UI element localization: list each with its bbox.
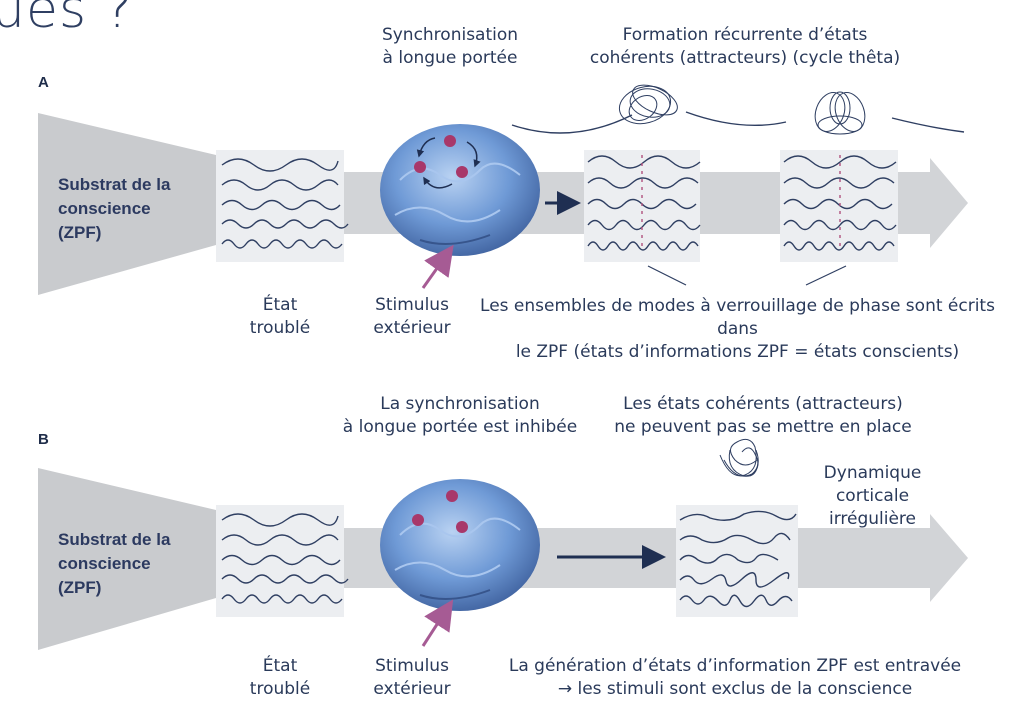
- caption-line: Stimulus: [375, 656, 449, 676]
- substrate-line: (ZPF): [58, 578, 102, 597]
- wave-box-troubled-b: [216, 505, 349, 617]
- sync-dot: [444, 135, 456, 147]
- page-title: ues ?: [0, 0, 134, 40]
- substrate-line: Substrat de la: [58, 530, 171, 549]
- funnel-a: [38, 113, 216, 295]
- caption-line: → les stimuli sont exclus de la conscien…: [557, 679, 913, 699]
- inhibited-dot: [446, 490, 458, 502]
- brain-b: [380, 479, 540, 611]
- caption-line: troublé: [249, 679, 311, 699]
- substrate-label-b: Substrat de la conscience (ZPF): [58, 528, 170, 600]
- substrate-line: conscience: [58, 199, 151, 218]
- caption-line: Les ensembles de modes à verrouillage de…: [480, 296, 995, 316]
- caption-line: extérieur: [373, 318, 451, 338]
- caption-line: dans: [717, 319, 758, 339]
- sync-dot: [456, 166, 468, 178]
- substrate-line: (ZPF): [58, 223, 102, 242]
- stimulus-label-b: Stimulus extérieur: [362, 655, 462, 701]
- caption-line: à longue portée: [382, 48, 518, 68]
- formation-label-a: Formation récurrente d’états cohérents (…: [570, 24, 920, 70]
- sync-inhibited-label-b: La synchronisation à longue portée est i…: [325, 393, 595, 439]
- substrate-line: Substrat de la: [58, 175, 171, 194]
- dynamics-label-b: Dynamique corticale irrégulière: [805, 462, 940, 531]
- caption-line: extérieur: [373, 679, 451, 699]
- coherent-blocked-label-b: Les états cohérents (attracteurs) ne peu…: [598, 393, 928, 439]
- stimulus-arrow-b: [421, 599, 454, 647]
- caption-line: La génération d’états d’information ZPF …: [508, 656, 962, 676]
- brain-a: [380, 124, 540, 256]
- caption-line: Les états cohérents (attracteurs): [623, 394, 903, 414]
- caption-line: le ZPF (états d’informations ZPF = états…: [515, 342, 960, 362]
- caption-line: La synchronisation: [380, 394, 540, 414]
- substrate-line: conscience: [58, 554, 151, 573]
- caption-line: irrégulière: [828, 509, 917, 529]
- phase-lock-text-a: Les ensembles de modes à verrouillage de…: [455, 295, 1020, 364]
- panel-a-graphics: [38, 84, 968, 295]
- wave-box-irregular-b: [676, 505, 798, 617]
- attractor-icon: [618, 84, 678, 125]
- caption-line: cohérents (attracteurs) (cycle thêta): [589, 48, 901, 68]
- wave-box-troubled-a: [216, 150, 349, 262]
- substrate-label-a: Substrat de la conscience (ZPF): [58, 173, 170, 245]
- attractor-icon: [814, 91, 866, 135]
- theta-cycle-curve: [511, 111, 965, 134]
- caption-line: État: [262, 656, 298, 676]
- panel-label-b: B: [38, 431, 49, 448]
- funnel-b: [38, 468, 216, 650]
- wave-box-sync-a-2: [780, 150, 898, 262]
- chaotic-attractor-icon: [719, 438, 759, 477]
- inhibited-dot: [456, 521, 468, 533]
- caption-line: Formation récurrente d’états: [622, 25, 868, 45]
- panel-label-a: A: [38, 74, 49, 91]
- state-label-b: État troublé: [240, 655, 320, 701]
- caption-line: corticale: [835, 486, 910, 506]
- caption-line: Synchronisation: [381, 25, 519, 45]
- caption-line: État: [262, 295, 298, 315]
- caption-line: Dynamique: [823, 463, 922, 483]
- state-label-a: État troublé: [240, 294, 320, 340]
- stimulus-arrow-a: [421, 244, 454, 289]
- blocked-text-b: La génération d’états d’information ZPF …: [490, 655, 980, 701]
- panel-b-graphics: [38, 438, 968, 650]
- caption-line: à longue portée est inhibée: [342, 417, 578, 437]
- stimulus-label-a: Stimulus extérieur: [362, 294, 462, 340]
- caption-line: troublé: [249, 318, 311, 338]
- inhibited-dot: [412, 514, 424, 526]
- wave-box-sync-a-1: [584, 150, 701, 262]
- sync-label-a: Synchronisation à longue portée: [360, 24, 540, 70]
- caption-line: Stimulus: [375, 295, 449, 315]
- caption-line: ne peuvent pas se mettre en place: [614, 417, 912, 437]
- sync-dot: [414, 161, 426, 173]
